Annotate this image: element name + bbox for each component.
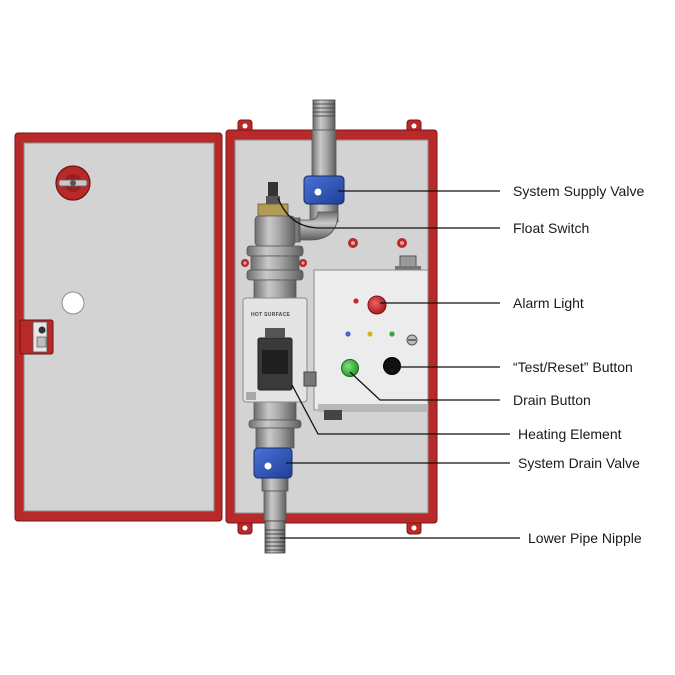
callout-leaders — [277, 190, 520, 539]
leader-heating-element — [291, 384, 510, 435]
latch-icon[interactable] — [19, 319, 54, 355]
blue-led-icon — [345, 331, 351, 337]
label-heating-element: Heating Element — [518, 426, 622, 442]
label-alarm-light: Alarm Light — [513, 295, 584, 311]
label-test-reset-button: “Test/Reset” Button — [513, 359, 633, 375]
callout-labels: System Supply Valve Float Switch Alarm L… — [513, 183, 644, 546]
heating-element: HOT SURFACE — [242, 297, 308, 403]
door-vent-hole — [61, 291, 85, 315]
alarm-light-icon — [367, 295, 387, 315]
drain-button[interactable] — [341, 359, 359, 377]
hot-surface-decal: HOT SURFACE — [251, 312, 290, 318]
label-system-supply-valve: System Supply Valve — [513, 183, 644, 199]
system-supply-valve[interactable] — [303, 175, 345, 205]
system-drain-valve[interactable] — [253, 447, 293, 479]
leader-float-switch — [277, 197, 500, 229]
label-system-drain-valve: System Drain Valve — [518, 455, 640, 471]
red-led-icon — [353, 298, 359, 304]
control-box — [303, 255, 429, 420]
label-float-switch: Float Switch — [513, 220, 589, 236]
enclosure-door — [14, 132, 223, 522]
green-led-icon — [389, 331, 395, 337]
piping-assembly — [246, 99, 339, 554]
test-reset-button[interactable] — [383, 357, 401, 375]
label-drain-button: Drain Button — [513, 392, 591, 408]
round-valve-handle-icon[interactable] — [55, 165, 91, 201]
label-lower-pipe-nipple: Lower Pipe Nipple — [528, 530, 642, 546]
yellow-led-icon — [367, 331, 373, 337]
leader-drain-button — [349, 371, 500, 401]
